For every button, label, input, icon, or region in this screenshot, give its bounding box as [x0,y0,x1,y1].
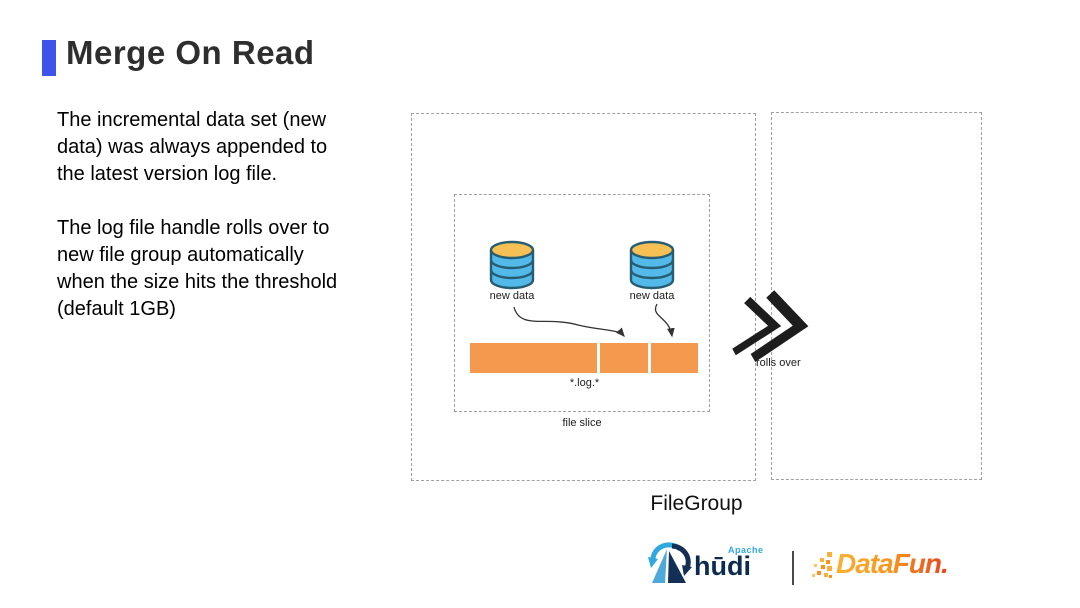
log-file-segment [470,343,597,373]
datafun-wordmark: DataFun. [836,548,949,579]
body-text: The incremental data set (new data) was … [57,107,402,350]
file-slice-box [454,194,710,412]
new-data-label: new data [489,290,535,302]
log-file-segment [600,343,648,373]
log-file-segment [651,343,698,373]
apache-label: Apache [728,545,764,555]
body-paragraph-1: The incremental data set (new data) was … [57,109,328,185]
new-data-label: new data [629,290,675,302]
logo-separator [792,551,794,585]
rolls-over-label: rolls over [756,357,801,369]
apache-hudi-logo: Apache hūdi [646,541,763,589]
database-icon [629,240,675,290]
file-slice-label: file slice [562,417,602,429]
log-file-label: *.log.* [569,377,600,389]
datafun-logo: DataFun. [812,548,949,580]
datafun-dots-icon [812,552,832,578]
hudi-wordmark: hūdi [694,551,751,581]
rolls-over-chevron-icon [732,290,809,362]
filegroup-box-current [411,113,756,481]
hudi-triangle-icon [648,542,692,583]
slide-title: Merge On Read [66,34,315,71]
filegroup-label: FileGroup [650,492,743,515]
body-paragraph-2: The log file handle rolls over to new fi… [57,217,338,320]
title-accent-bar [42,40,56,76]
hudi-wordmark-group: Apache hūdi [694,541,763,582]
database-icon [489,240,535,290]
